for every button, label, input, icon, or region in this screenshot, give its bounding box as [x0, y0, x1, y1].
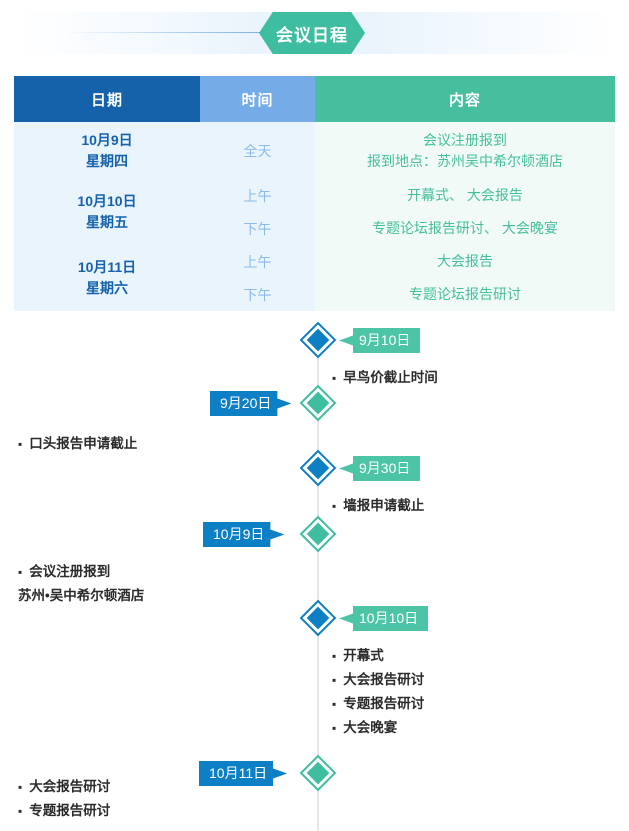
date-line-primary: 10月11日 [77, 259, 137, 275]
timeline-marker-diamond [302, 452, 334, 484]
content-line-2: 报到地点：苏州吴中希尔顿酒店 [367, 152, 563, 169]
header-rule-line [68, 32, 294, 33]
timeline-event-venue: 苏州•吴中希尔顿酒店 [18, 588, 145, 603]
table-row: 10月11日 星期六 上午 大会报告 [14, 245, 615, 311]
timeline-date-label-1: 9月20日 [210, 391, 291, 416]
timeline-event-item: 大会晚宴 [332, 716, 424, 740]
cell-time-afternoon: 下午 [200, 212, 315, 245]
table-row: 10月10日 星期五 上午 开幕式、 大会报告 [14, 179, 615, 245]
date-line-weekday: 星期六 [86, 280, 128, 296]
table-row: 下午 专题论坛报告研讨 [14, 278, 615, 311]
table-row: 10月9日 星期四 全天 会议注册报到 报到地点：苏州吴中希尔顿酒店 [14, 122, 615, 179]
date-line-weekday: 星期五 [86, 214, 128, 230]
cell-content-registration: 会议注册报到 报到地点：苏州吴中希尔顿酒店 [315, 122, 615, 179]
cell-date-oct9: 10月9日 星期四 [14, 122, 200, 179]
timeline-events-2: 墙报申请截止 [332, 494, 424, 518]
timeline-date-label-3: 10月9日 [203, 522, 284, 547]
date-line-primary: 10月9日 [81, 131, 133, 148]
header-badge-hexagon [259, 12, 365, 54]
cell-content-forum: 专题论坛报告研讨 [315, 278, 615, 311]
timeline-event-item: 口头报告申请截止 [18, 432, 137, 456]
timeline-events-1: 口头报告申请截止 [18, 432, 137, 456]
cell-content-forum-banquet: 专题论坛报告研讨、 大会晚宴 [315, 212, 615, 245]
date-line-weekday: 星期四 [86, 152, 128, 169]
cell-content-opening: 开幕式、 大会报告 [315, 179, 615, 212]
timeline-date-label-0: 9月10日 [339, 328, 421, 353]
cell-time-afternoon: 下午 [200, 278, 315, 311]
cell-time-morning: 上午 [200, 245, 315, 278]
header-badge-label: 会议日程 [276, 25, 348, 45]
timeline-event-item: 会议注册报到 [18, 560, 144, 584]
timeline-date-label-2: 9月30日 [339, 456, 421, 481]
milestone-timeline: 9月10日 早鸟价截止时间 9月20日 口头报告申请截止 9月30日 墙报申请截… [0, 310, 629, 831]
cell-content-plenary: 大会报告 [315, 245, 615, 278]
header-gradient-right [352, 12, 612, 54]
timeline-axis-line [317, 326, 319, 831]
cell-time-morning: 上午 [200, 179, 315, 212]
date-line-primary: 10月10日 [77, 193, 137, 209]
timeline-marker-diamond [302, 387, 334, 419]
timeline-marker-diamond [302, 324, 334, 356]
timeline-event-item: 专题报告研讨 [18, 799, 110, 823]
table-header-row: 日期 时间 内容 [14, 76, 615, 122]
table-row: 下午 专题论坛报告研讨、 大会晚宴 [14, 212, 615, 245]
timeline-events-0: 早鸟价截止时间 [332, 366, 438, 390]
timeline-event-item: 大会报告研讨 [18, 775, 110, 799]
column-header-time: 时间 [200, 76, 315, 122]
timeline-events-4: 开幕式 大会报告研讨 专题报告研讨 大会晚宴 [332, 644, 424, 740]
timeline-events-5: 大会报告研讨 专题报告研讨 [18, 775, 110, 823]
timeline-event-item: 大会报告研讨 [332, 668, 424, 692]
schedule-table: 日期 时间 内容 10月9日 星期四 全天 会议注册报到 报到地点：苏州吴中希尔… [14, 76, 615, 311]
timeline-marker-diamond [302, 602, 334, 634]
timeline-marker-diamond [302, 518, 334, 550]
page-header-band: 会议日程 [0, 12, 629, 54]
column-header-content: 内容 [315, 76, 615, 122]
timeline-event-item: 墙报申请截止 [332, 494, 424, 518]
timeline-marker-diamond [302, 757, 334, 789]
timeline-event-item: 专题报告研讨 [332, 692, 424, 716]
column-header-date: 日期 [14, 76, 200, 122]
timeline-event-item: 开幕式 [332, 644, 424, 668]
header-gradient-left [18, 12, 294, 54]
content-line-1: 会议注册报到 [423, 131, 507, 148]
timeline-events-3: 会议注册报到 苏州•吴中希尔顿酒店 [18, 560, 144, 607]
timeline-date-label-5: 10月11日 [199, 761, 287, 786]
cell-date-oct11: 10月11日 星期六 [14, 245, 200, 311]
cell-time-allday: 全天 [200, 122, 315, 179]
timeline-date-label-4: 10月10日 [339, 606, 429, 631]
cell-date-oct10: 10月10日 星期五 [14, 179, 200, 245]
timeline-event-item: 早鸟价截止时间 [332, 366, 438, 390]
